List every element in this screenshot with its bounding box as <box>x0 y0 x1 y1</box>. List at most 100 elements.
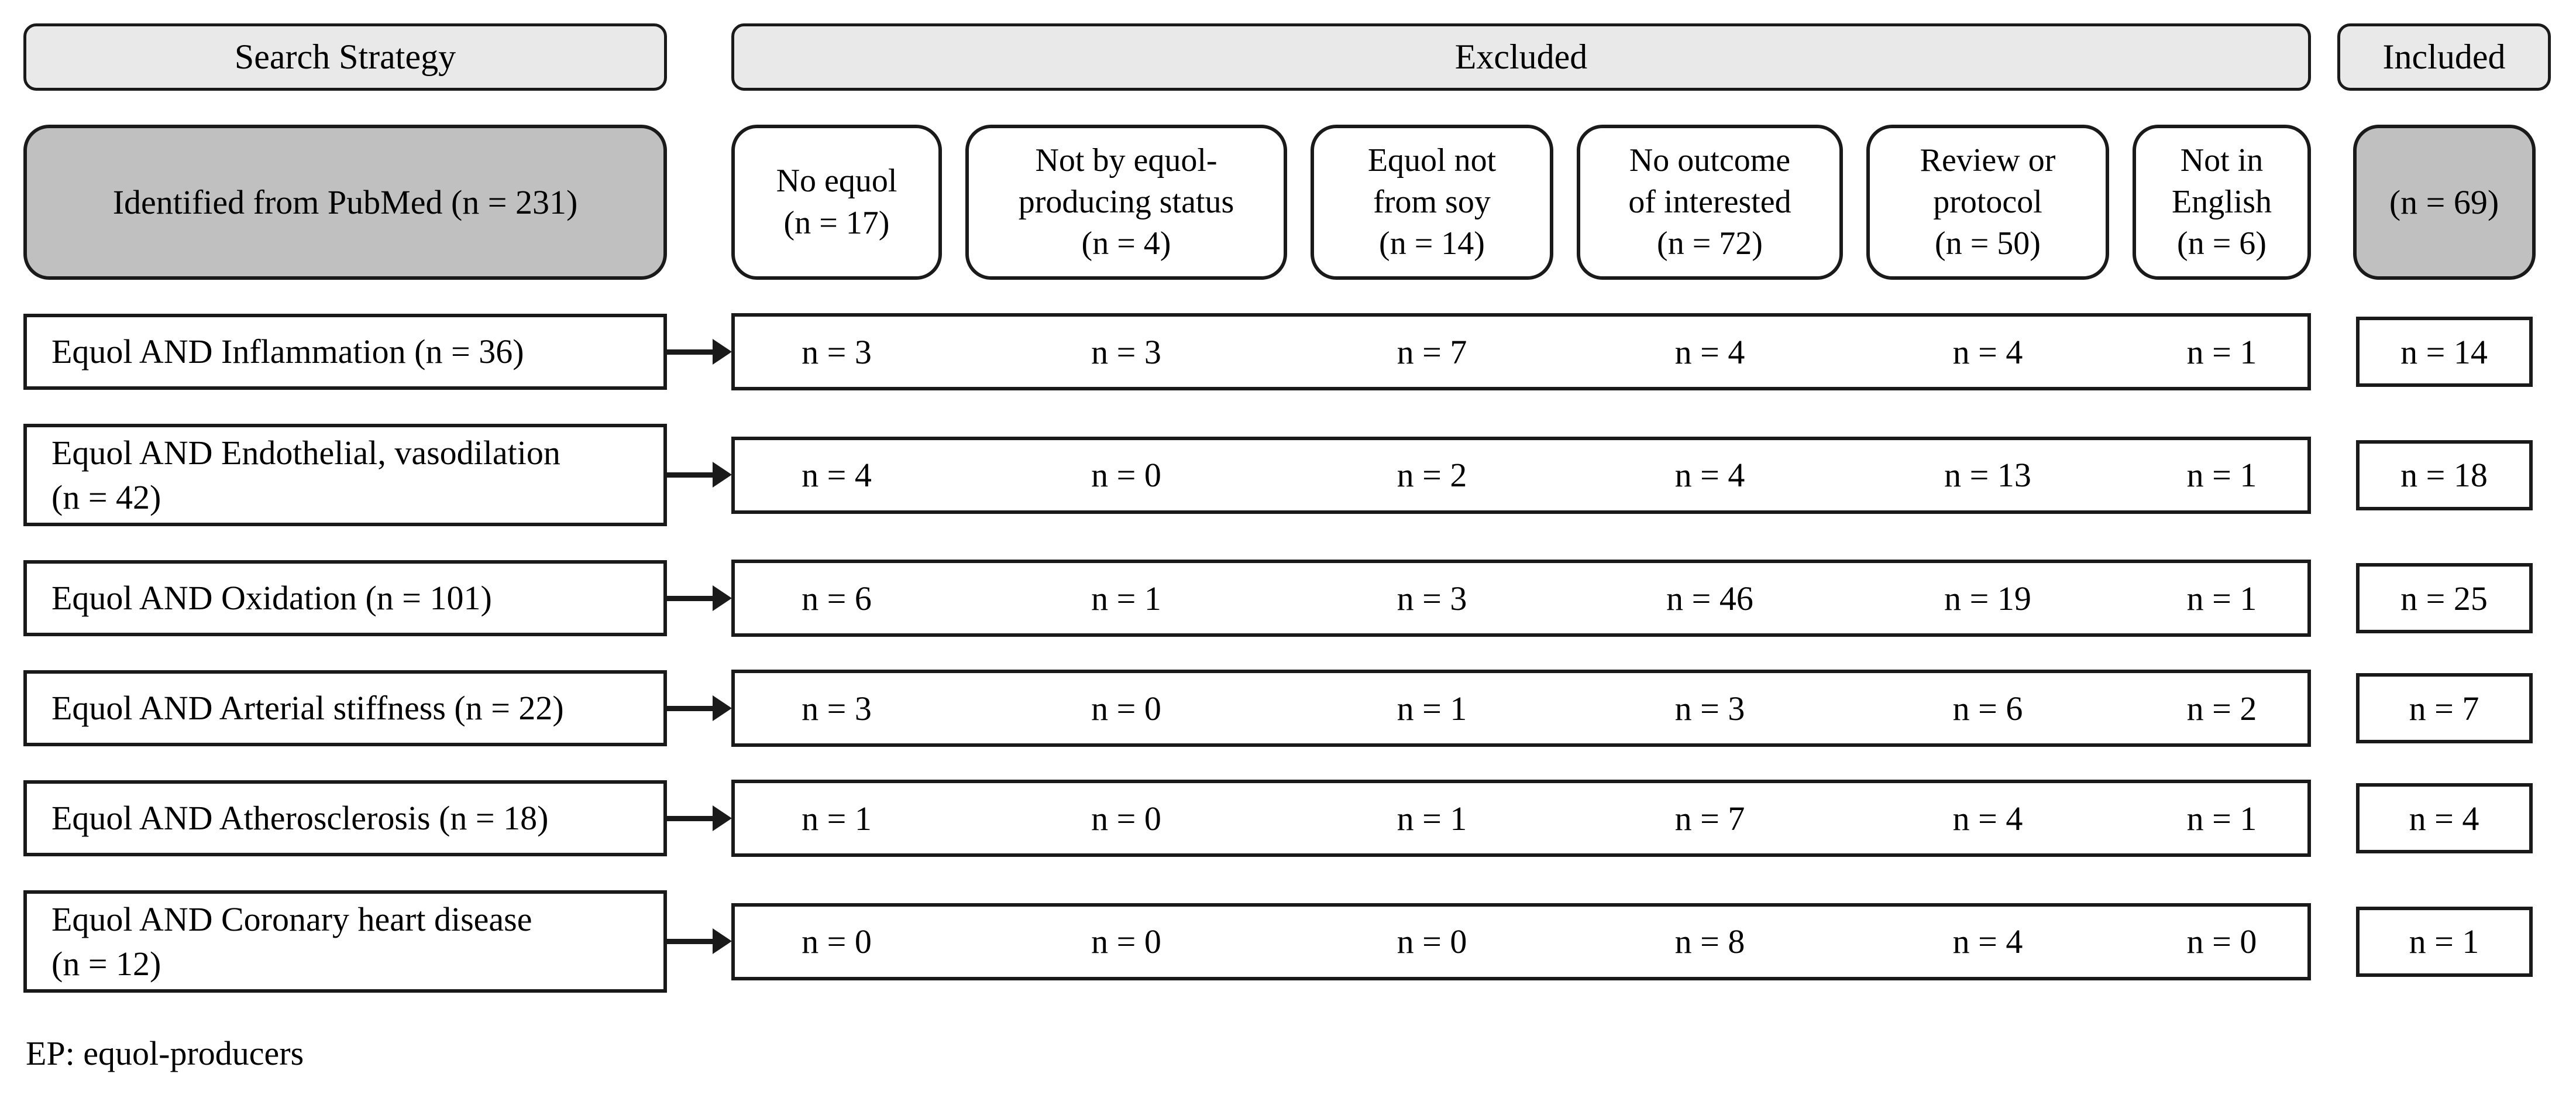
excluded-count-cell: n = 4 <box>1866 780 2109 857</box>
row-label-atherosclerosis: Equol AND Atherosclerosis (n = 18) <box>23 780 667 856</box>
included-count: n = 1 <box>2409 922 2479 961</box>
reason-line: (n = 72) <box>1657 225 1763 262</box>
excluded-count: n = 0 <box>1091 799 1161 838</box>
excluded-count: n = 46 <box>1666 579 1753 618</box>
excluded-count: n = 19 <box>1944 579 2031 618</box>
flow-arrow-icon <box>667 462 732 488</box>
excluded-count: n = 3 <box>802 332 872 371</box>
row-label-arterial-stiffness: Equol AND Arterial stiffness (n = 22) <box>23 670 667 746</box>
excluded-count: n = 3 <box>1674 689 1745 728</box>
row-label-line: (n = 12) <box>51 944 161 983</box>
excluded-count-cell: n = 19 <box>1866 560 2109 637</box>
reason-line: producing status <box>1018 183 1234 220</box>
excluded-count: n = 1 <box>1091 579 1161 618</box>
search-strategy-header: Search Strategy <box>23 23 667 91</box>
excluded-count: n = 1 <box>2186 332 2257 371</box>
excluded-count: n = 8 <box>1674 922 1745 961</box>
excluded-count-cell: n = 3 <box>965 313 1287 390</box>
included-count: n = 14 <box>2400 332 2488 371</box>
reason-line: Not in <box>2180 142 2264 179</box>
excluded-count-cell: n = 1 <box>2133 313 2311 390</box>
included-count-box: n = 18 <box>2355 440 2533 510</box>
excluded-values-box <box>731 436 2311 514</box>
flow-arrow-icon <box>667 585 732 611</box>
excluded-header-label: Excluded <box>1454 37 1588 76</box>
row-label-inflammation: Equol AND Inflammation (n = 36) <box>23 314 667 390</box>
excluded-values-box <box>731 313 2311 390</box>
excluded-count-cell: n = 1 <box>2133 780 2311 857</box>
flow-arrow-icon <box>667 695 732 721</box>
excluded-count-cell: n = 3 <box>731 313 942 390</box>
excluded-count-cell: n = 1 <box>2133 437 2311 514</box>
excluded-count-cell: n = 3 <box>1577 670 1843 747</box>
reason-line: Equol not <box>1367 142 1497 179</box>
reason-line: (n = 6) <box>2177 225 2267 262</box>
exclusion-reason-no-outcome-of-interested: No outcome of interested (n = 72) <box>1577 125 1843 280</box>
excluded-values-box <box>731 780 2311 857</box>
excluded-count-cell: n = 6 <box>731 560 942 637</box>
included-count-box: n = 7 <box>2355 673 2533 743</box>
reason-line: Review or <box>1920 142 2056 179</box>
identified-from-pubmed-label: Identified from PubMed (n = 231) <box>112 183 578 221</box>
reason-line: Not by equol- <box>1035 142 1218 179</box>
excluded-values-box <box>731 560 2311 637</box>
included-header: Included <box>2337 23 2551 91</box>
excluded-count-cell: n = 3 <box>1311 560 1553 637</box>
reason-line: No outcome <box>1629 142 1791 179</box>
excluded-count: n = 4 <box>1674 332 1745 371</box>
included-count: n = 4 <box>2409 799 2479 838</box>
exclusion-reason-equol-not-from-soy: Equol not from soy (n = 14) <box>1311 125 1553 280</box>
row-label-oxidation: Equol AND Oxidation (n = 101) <box>23 560 667 636</box>
row-label-coronary-heart-disease: Equol AND Coronary heart disease (n = 12… <box>23 890 667 993</box>
excluded-count: n = 7 <box>1397 332 1467 371</box>
identified-from-pubmed-box: Identified from PubMed (n = 231) <box>23 125 667 280</box>
excluded-count: n = 4 <box>1674 456 1745 494</box>
included-count-box: n = 1 <box>2355 906 2533 977</box>
excluded-values-box <box>731 903 2311 980</box>
row-label-line: Equol AND Coronary heart disease <box>51 900 532 939</box>
excluded-count-cell: n = 4 <box>1577 437 1843 514</box>
excluded-count-cell: n = 1 <box>731 780 942 857</box>
excluded-count: n = 1 <box>2186 799 2257 838</box>
reason-line: (n = 14) <box>1379 225 1485 262</box>
excluded-header: Excluded <box>731 23 2311 91</box>
excluded-count: n = 2 <box>1397 456 1467 494</box>
reason-line: (n = 17) <box>783 204 890 241</box>
flow-arrow-icon <box>667 928 732 954</box>
reason-line: protocol <box>1933 183 2042 220</box>
excluded-count-cell: n = 4 <box>731 437 942 514</box>
reason-line: English <box>2171 183 2272 220</box>
flow-arrow-icon <box>667 805 732 831</box>
excluded-count: n = 13 <box>1944 456 2031 494</box>
reason-line: (n = 50) <box>1935 225 2041 262</box>
included-total-box: (n = 69) <box>2353 125 2536 280</box>
excluded-count: n = 4 <box>1952 332 2023 371</box>
flow-arrow-icon <box>667 338 732 365</box>
excluded-count: n = 4 <box>1952 799 2023 838</box>
excluded-count-cell: n = 0 <box>731 903 942 980</box>
included-count: n = 7 <box>2409 689 2479 728</box>
excluded-count-cell: n = 7 <box>1311 313 1553 390</box>
excluded-count-cell: n = 2 <box>2133 670 2311 747</box>
excluded-count-cell: n = 13 <box>1866 437 2109 514</box>
excluded-count-cell: n = 8 <box>1577 903 1843 980</box>
excluded-count-cell: n = 46 <box>1577 560 1843 637</box>
excluded-count: n = 2 <box>2186 689 2257 728</box>
search-strategy-header-label: Search Strategy <box>234 37 456 76</box>
excluded-count-cell: n = 7 <box>1577 780 1843 857</box>
excluded-count-cell: n = 4 <box>1577 313 1843 390</box>
reason-line: (n = 4) <box>1081 225 1171 262</box>
row-label-endothelial-vasodilation: Equol AND Endothelial, vasodilation (n =… <box>23 424 667 526</box>
included-count-box: n = 14 <box>2355 317 2533 387</box>
included-count: n = 25 <box>2400 579 2488 618</box>
row-label-line: Equol AND Atherosclerosis (n = 18) <box>51 799 549 838</box>
row-label-line: Equol AND Arterial stiffness (n = 22) <box>51 689 564 728</box>
excluded-count-cell: n = 1 <box>1311 670 1553 747</box>
excluded-count-cell: n = 4 <box>1866 903 2109 980</box>
excluded-count: n = 0 <box>1091 456 1161 494</box>
included-header-label: Included <box>2382 37 2506 76</box>
included-count-box: n = 25 <box>2355 563 2533 633</box>
excluded-count-cell: n = 1 <box>965 560 1287 637</box>
excluded-count-cell: n = 1 <box>2133 560 2311 637</box>
excluded-count: n = 1 <box>2186 456 2257 494</box>
